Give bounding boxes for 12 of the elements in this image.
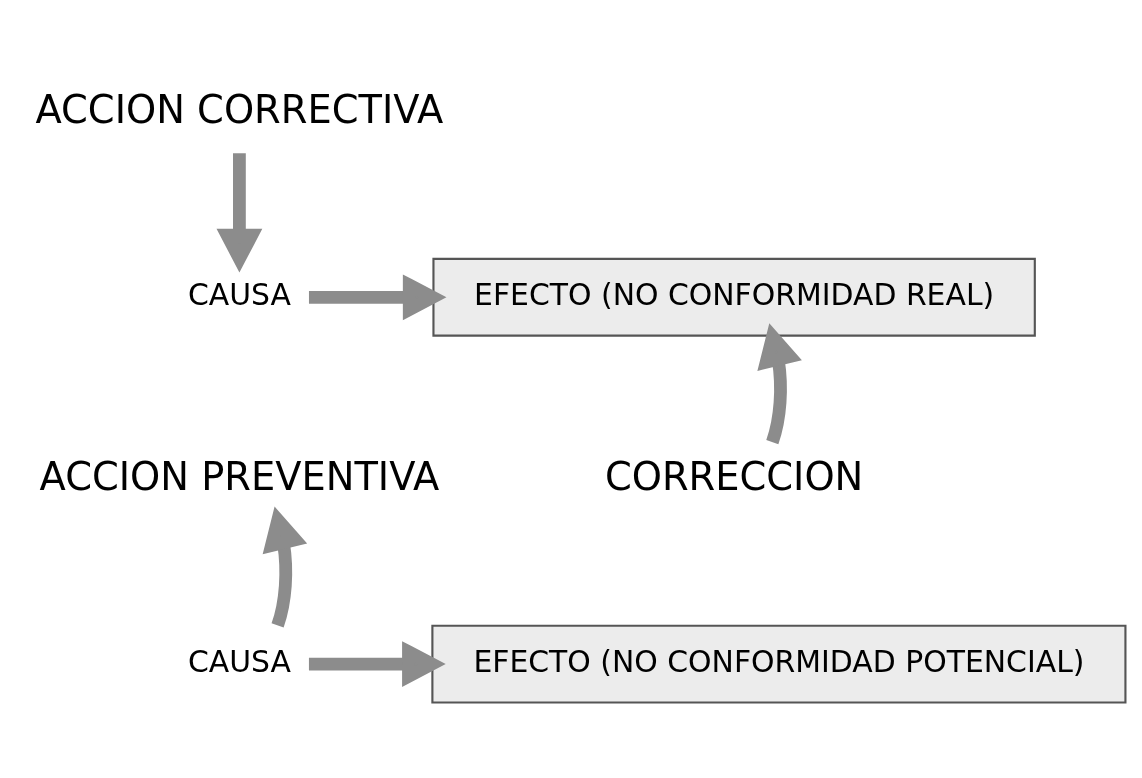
node-text: ACCION PREVENTIVA [39,454,440,500]
arrow [308,641,446,687]
node-box: EFECTO (NO CONFORMIDAD POTENCIAL) [431,624,1127,704]
node-text: CAUSA [187,643,291,679]
node-text: ACCION CORRECTIVA [35,87,444,133]
arrow [757,323,802,445]
arrow [308,274,447,321]
arrow [216,153,263,273]
arrow [262,506,308,628]
node-text: CAUSA [187,277,291,313]
node-text: CORRECCION [604,454,864,500]
node-box: EFECTO (NO CONFORMIDAD REAL) [432,257,1036,337]
